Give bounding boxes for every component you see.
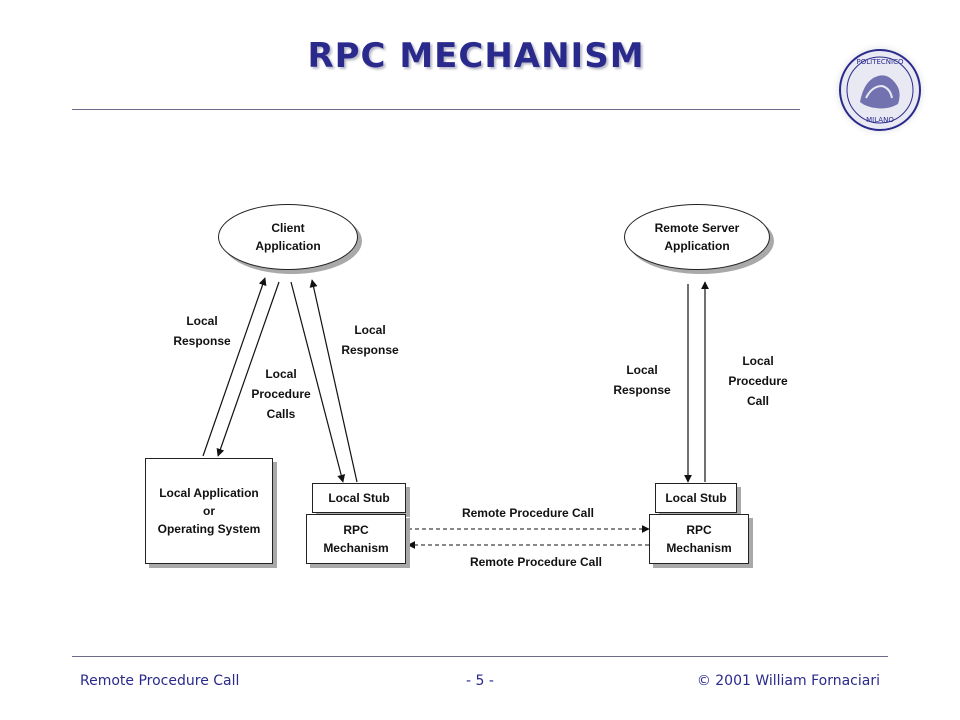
- logo-top-text: POLITECNICO: [857, 58, 904, 66]
- arrow-local-response-mid: [309, 279, 358, 483]
- arrow-local-response-left: [202, 277, 267, 457]
- footer-right: © 2001 William Fornaciari: [696, 673, 880, 689]
- label-local-response-mid: Local Response: [341, 323, 399, 357]
- politecnico-logo: POLITECNICO MILANO: [831, 41, 929, 139]
- client-application-node: Client Application: [218, 204, 358, 270]
- arrow-local-procedure-calls: [216, 281, 280, 457]
- local-stub-server-node: Local Stub: [655, 483, 737, 513]
- rpc-mechanism-client-node: RPC Mechanism: [306, 514, 406, 564]
- label-remote-call-bottom: Remote Procedure Call: [469, 555, 603, 569]
- remote-server-application-node: Remote Server Application: [624, 204, 770, 270]
- label-local-response-left: Local Response: [173, 314, 231, 348]
- local-stub-client-node: Local Stub: [312, 483, 406, 513]
- header-rule: [72, 109, 800, 110]
- logo-bottom-text: MILANO: [866, 116, 894, 124]
- footer-left: Remote Procedure Call: [80, 673, 240, 689]
- label-remote-call-top: Remote Procedure Call: [461, 506, 595, 520]
- arrow-client-to-stub: [290, 281, 346, 483]
- footer-page-number: - 5 -: [466, 673, 494, 689]
- label-local-procedure-calls: Local Procedure Calls: [251, 367, 311, 421]
- label-local-response-server: Local Response: [613, 363, 671, 397]
- rpc-mechanism-server-node: RPC Mechanism: [649, 514, 749, 564]
- slide-title: RPC MECHANISM: [307, 36, 645, 76]
- footer-rule: [72, 656, 888, 657]
- label-local-procedure-call-server: Local Procedure Call: [728, 354, 788, 408]
- local-application-os-node: Local Application or Operating System: [145, 458, 273, 564]
